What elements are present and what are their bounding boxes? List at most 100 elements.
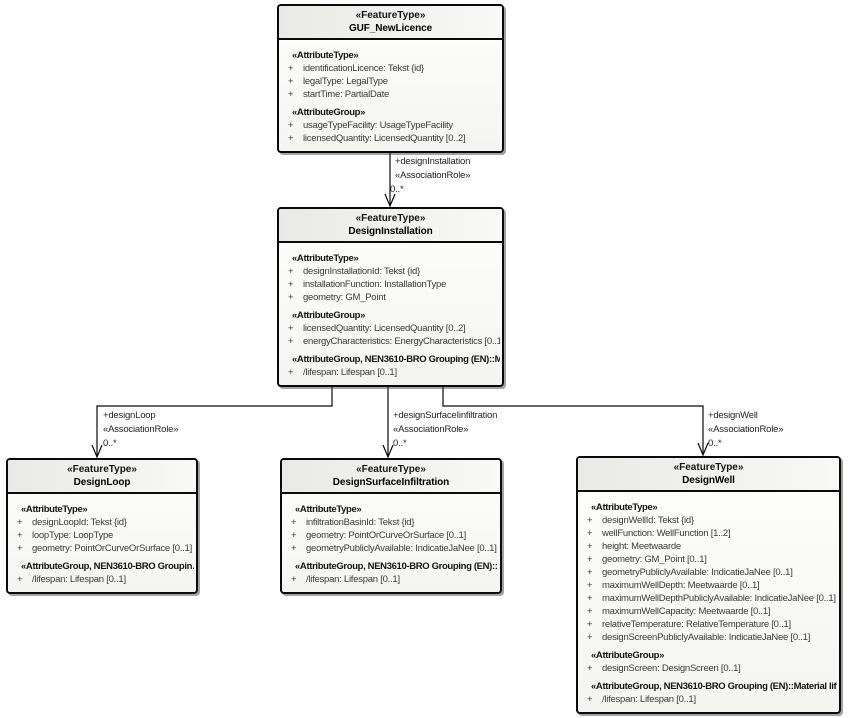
visibility-marker: +: [288, 292, 294, 303]
attribute-row: + maximumWellCapacity: Meetwaarde [0..1]: [580, 605, 837, 618]
attribute-text: licensedQuantity: LicensedQuantity [0..2…: [303, 133, 466, 144]
attribute-text: energyCharacteristics: EnergyCharacteris…: [303, 336, 500, 347]
attribute-row: +maximumWellDepth: Meetwaarde [0..1]: [580, 579, 837, 592]
association-multiplicity: 0..*: [393, 438, 407, 449]
visibility-marker: +: [587, 663, 593, 674]
attribute-row: +/lifespan: Lifespan [0..1]: [284, 573, 498, 586]
compartment-stereotype: «AttributeGroup, NEN3610-BRO Grouping (E…: [295, 561, 498, 572]
attribute-row: + wellFunction: WellFunction [1..2]: [580, 527, 837, 540]
attribute-text: wellFunction: WellFunction [1..2]: [602, 528, 731, 539]
class-body: «AttributeType» + identificationLicence: T…: [279, 40, 502, 151]
class-header: «FeatureType» DesignSurfaceInfiltration: [282, 460, 500, 494]
class-guf-newlicence[interactable]: «FeatureType» GUF_NewLicence «AttributeT…: [277, 4, 504, 153]
visibility-marker: +: [288, 336, 294, 347]
attribute-text: designWellId: Tekst {id}: [602, 515, 694, 526]
compartment-stereotype: «AttributeType»: [591, 502, 658, 513]
compartment-stereotype: «AttributeType»: [295, 504, 362, 515]
visibility-marker: +: [288, 133, 294, 144]
attribute-text: usageTypeFacility: UsageTypeFacility: [303, 120, 453, 131]
attribute-row: +infiltrationBasinId: Tekst {id}: [284, 516, 498, 529]
compartment-stereotype: «AttributeType»: [292, 50, 359, 61]
visibility-marker: +: [17, 530, 23, 541]
compartment-stereotype: «AttributeGroup, NEN3610-BRO Grouping (E…: [591, 681, 837, 692]
visibility-marker: +: [587, 515, 593, 526]
compartment-stereotype: «AttributeGroup»: [292, 107, 366, 118]
class-designloop[interactable]: «FeatureType» DesignLoop «AttributeType»…: [6, 458, 198, 594]
class-designinstallation[interactable]: «FeatureType» DesignInstallation «Attrib…: [277, 207, 504, 387]
visibility-marker: +: [288, 279, 294, 290]
connector-designsurfaceinfiltration[interactable]: [382, 375, 394, 459]
visibility-marker: +: [587, 528, 593, 539]
association-stereotype: «AssociationRole»: [103, 424, 179, 435]
attribute-row: + designWellId: Tekst {id}: [580, 514, 837, 527]
attribute-row: +geometry: PointOrCurveOrSurface [0..1]: [10, 542, 194, 555]
class-body: «AttributeType»+designLoopId: Tekst {id}…: [8, 494, 196, 592]
class-stereotype: «FeatureType»: [356, 464, 426, 475]
association-stereotype: «AssociationRole»: [395, 170, 471, 181]
compartment-stereotype: «AttributeGroup, NEN3610-BRO Grouping (E…: [292, 354, 500, 365]
attribute-text: installationFunction: InstallationType: [303, 279, 447, 290]
compartment-stereotype: «AttributeGroup»: [292, 310, 366, 321]
visibility-marker: +: [288, 323, 294, 334]
class-header: «FeatureType» DesignLoop: [8, 460, 196, 494]
compartment-stereotype: «AttributeType»: [21, 504, 88, 515]
attribute-row: +geometry: GM_Point [0..1]: [580, 553, 837, 566]
class-body: «AttributeType»+designInstallationId: Te…: [279, 243, 502, 385]
attribute-row: +designLoopId: Tekst {id}: [10, 516, 194, 529]
attribute-row: +startTime: PartialDate: [281, 88, 500, 101]
attribute-text: loopType: LoopType: [32, 530, 114, 541]
attribute-row: +legalType: LegalType: [281, 75, 500, 88]
visibility-marker: +: [291, 543, 297, 554]
association-multiplicity: 0..*: [103, 438, 117, 449]
attribute-text: maximumWellCapacity: Meetwaarde [0..1]: [602, 606, 771, 617]
visibility-marker: +: [587, 580, 593, 591]
attribute-text: geometry: GM_Point: [303, 292, 386, 303]
visibility-marker: +: [587, 606, 593, 617]
class-body: «AttributeType»+infiltrationBasinId: Tek…: [282, 494, 500, 592]
compartment-stereotype: «AttributeGroup, NEN3610-BRO Groupin…: [21, 561, 194, 572]
visibility-marker: +: [288, 367, 294, 378]
connector-designinstallation[interactable]: [384, 149, 396, 208]
association-role: +designWell: [708, 410, 758, 421]
class-name: DesignLoop: [73, 477, 131, 488]
association-role: +designInstallation: [395, 156, 471, 167]
association-label-designloop: +designLoop «AssociationRole» 0..*: [103, 409, 178, 451]
attribute-row: +maximumWellDepthPubliclyAvailable: Indi…: [580, 592, 837, 605]
attribute-row: +designScreenPubliclyAvailable: Indicati…: [580, 631, 837, 644]
attribute-row: +/lifespan: Lifespan [0..1]: [580, 693, 837, 706]
attribute-text: geometry: PointOrCurveOrSurface [0..1]: [306, 530, 466, 541]
association-multiplicity: 0..*: [390, 184, 404, 195]
attribute-text: legalType: LegalType: [303, 76, 388, 87]
attribute-text: geometryPubliclyAvailable: IndicatieJaNe…: [602, 567, 793, 578]
attribute-row: +geometryPubliclyAvailable: IndicatieJaN…: [580, 566, 837, 579]
visibility-marker: +: [17, 574, 23, 585]
open-arrowhead-icon: [91, 444, 103, 459]
attribute-text: geometry: PointOrCurveOrSurface [0..1]: [32, 543, 192, 554]
attribute-text: identificationLicence: Tekst {id}: [303, 63, 424, 74]
attribute-text: startTime: PartialDate: [303, 89, 390, 100]
attribute-row: + energyCharacteristics: EnergyCharacteri…: [281, 335, 500, 348]
class-designsurfaceinfiltration[interactable]: «FeatureType» DesignSurfaceInfiltration …: [280, 458, 502, 594]
attribute-text: designScreenPubliclyAvailable: Indicatie…: [602, 632, 811, 643]
attribute-text: relativeTemperature: RelativeTemperature…: [602, 619, 791, 630]
association-label-designinstallation: +designInstallation «AssociationRole» 0.…: [390, 155, 471, 197]
connector-designloop[interactable]: [91, 375, 333, 459]
visibility-marker: +: [288, 120, 294, 131]
attribute-row: + usageTypeFacility: UsageTypeFacility: [281, 119, 500, 132]
connector-designwell[interactable]: [442, 375, 709, 457]
class-stereotype: «FeatureType»: [673, 462, 744, 473]
visibility-marker: +: [288, 266, 294, 277]
visibility-marker: +: [17, 517, 23, 528]
attribute-text: height: Meetwaarde: [602, 541, 681, 552]
class-stereotype: «FeatureType»: [67, 464, 137, 475]
class-name: DesignInstallation: [348, 226, 433, 237]
compartment-stereotype: «AttributeGroup»: [591, 650, 665, 661]
association-stereotype: «AssociationRole»: [393, 424, 469, 435]
attribute-row: +geometryPubliclyAvailable: IndicatieJaN…: [284, 542, 498, 555]
class-designwell[interactable]: «FeatureType» DesignWell «AttributeType»…: [576, 456, 841, 714]
attribute-text: /lifespan: Lifespan [0..1]: [306, 574, 400, 585]
attribute-row: +/lifespan: Lifespan [0..1]: [281, 366, 500, 379]
association-stereotype: «AssociationRole»: [708, 424, 784, 435]
class-stereotype: «FeatureType»: [355, 213, 426, 224]
